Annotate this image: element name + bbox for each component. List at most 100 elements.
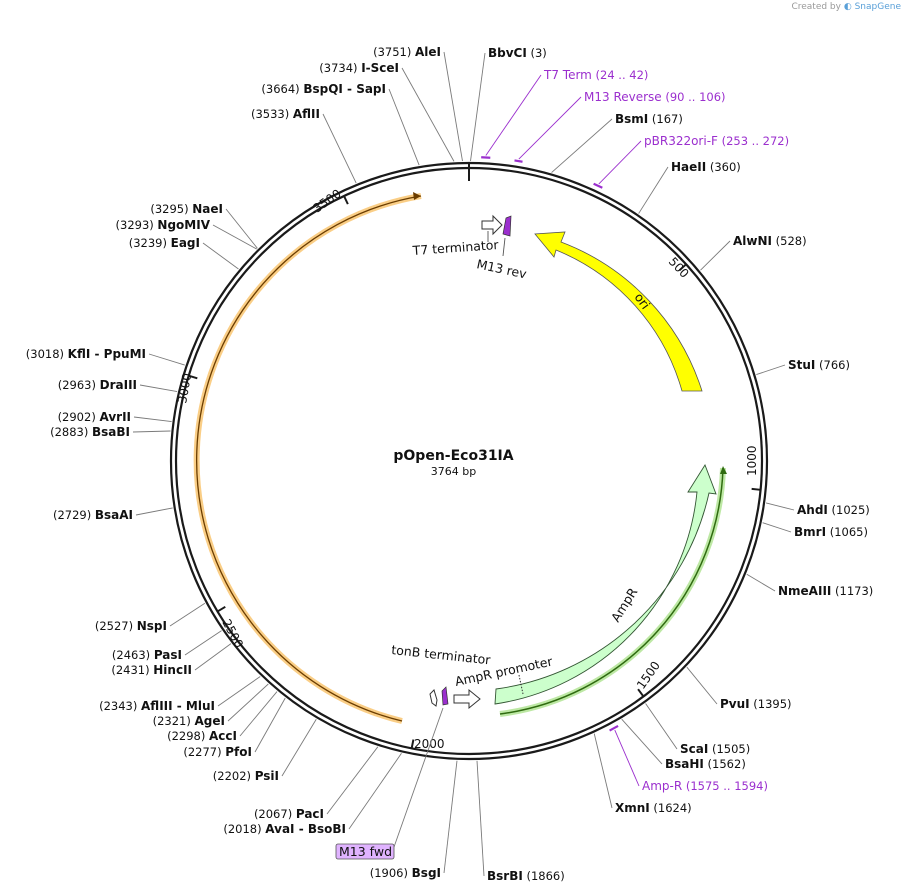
primer-name: T7 Term [543, 68, 592, 82]
restriction-site-label[interactable]: AhdI (1025) [797, 503, 870, 517]
site-position: (3) [527, 46, 547, 60]
site-leader [765, 502, 795, 511]
t7-terminator-feature[interactable] [481, 214, 503, 236]
restriction-site-label[interactable]: NmeAIII (1173) [778, 584, 873, 598]
restriction-site-label[interactable]: BbvCI (3) [488, 46, 547, 60]
restriction-site-label[interactable]: (2431) HincII [111, 663, 192, 677]
site-position: (1025) [828, 503, 870, 517]
site-position: (2527) [95, 619, 137, 633]
restriction-site-label[interactable]: (2321) AgeI [153, 714, 225, 728]
ampr-feature[interactable] [494, 463, 717, 705]
restriction-site-label[interactable]: (3295) NaeI [150, 202, 223, 216]
restriction-site-label[interactable]: BsaHI (1562) [665, 757, 746, 771]
restriction-site-label[interactable]: (2018) AvaI - BsoBI [223, 822, 346, 836]
site-leader [135, 507, 173, 516]
site-name: AflII [293, 107, 320, 121]
primer-mark[interactable] [514, 159, 523, 163]
primer-label[interactable]: Amp-R (1575 .. 1594) [642, 779, 768, 793]
primer-mark[interactable] [481, 156, 491, 159]
restriction-site-label[interactable]: (2902) AvrII [58, 410, 131, 424]
site-name: BbvCI [488, 46, 527, 60]
site-position: (2277) [183, 745, 225, 759]
restriction-site-label[interactable]: (2067) PacI [254, 807, 324, 821]
site-name: NaeI [192, 202, 223, 216]
site-position: (2202) [213, 769, 255, 783]
primer-range: (1575 .. 1594) [682, 779, 768, 793]
restriction-site-label[interactable]: (2277) PfoI [183, 745, 252, 759]
primer-label[interactable]: T7 Term (24 .. 42) [543, 68, 648, 82]
green-feature-arc[interactable] [499, 467, 726, 717]
m13-rev-marker[interactable] [502, 215, 512, 237]
restriction-site-label[interactable]: (3533) AflII [251, 107, 320, 121]
restriction-site-label[interactable]: (3751) AleI [373, 45, 441, 59]
site-leader [762, 522, 792, 533]
site-name: PsiI [255, 769, 279, 783]
site-leader [194, 643, 232, 671]
restriction-site-label[interactable]: ScaI (1505) [680, 742, 750, 756]
primer-mark[interactable] [609, 724, 619, 732]
site-position: (2463) [112, 648, 154, 662]
restriction-site-label[interactable]: (3293) NgoMIV [116, 218, 211, 232]
m13-rev-label: M13 rev [475, 256, 528, 281]
site-position: (1906) [370, 866, 412, 880]
tonb-terminator-label: tonB terminator [391, 642, 492, 667]
site-name: PacI [296, 807, 324, 821]
restriction-site-label[interactable]: (2963) DraIII [58, 378, 137, 392]
site-name: BsgI [412, 866, 441, 880]
restriction-site-label[interactable]: BsrBI (1866) [487, 869, 565, 883]
site-leader [746, 573, 776, 592]
restriction-site-label[interactable]: XmnI (1624) [615, 801, 692, 815]
plasmid-name: pOpen-Eco31IA [393, 448, 514, 464]
ampr-promoter-feature[interactable] [453, 688, 481, 710]
site-leader [326, 746, 379, 815]
site-position: (1395) [750, 697, 792, 711]
restriction-site-label[interactable]: (1906) BsgI [370, 866, 441, 880]
primer-label[interactable]: M13 Reverse (90 .. 106) [584, 90, 726, 104]
restriction-site-label[interactable]: PvuI (1395) [720, 697, 792, 711]
restriction-site-label[interactable]: (2343) AflIII - MluI [99, 699, 215, 713]
site-leader [212, 224, 257, 250]
primer-leader [485, 74, 542, 156]
restriction-site-label[interactable]: (3018) KflI - PpuMI [26, 347, 146, 361]
restriction-site-label[interactable]: (2883) BsaBI [50, 425, 130, 439]
site-name: NmeAIII [778, 584, 831, 598]
ori-feature[interactable] [534, 231, 703, 392]
restriction-site-label[interactable]: HaeII (360) [671, 160, 741, 174]
tick-label: 1500 [634, 659, 663, 692]
restriction-site-label[interactable]: StuI (766) [788, 358, 850, 372]
restriction-site-label[interactable]: (3734) I-SceI [319, 61, 399, 75]
restriction-site-label[interactable]: (2298) AccI [167, 729, 237, 743]
restriction-site-label[interactable]: (2729) BsaAI [53, 508, 133, 522]
restriction-site-label[interactable]: AlwNI (528) [733, 234, 807, 248]
primer-range: (253 .. 272) [718, 134, 789, 148]
m13-fwd-box[interactable] [335, 843, 395, 860]
site-leader [621, 718, 663, 765]
restriction-site-label[interactable]: (2202) PsiI [213, 769, 279, 783]
restriction-site-label[interactable]: (2463) PasI [112, 648, 182, 662]
m13-fwd-marker[interactable] [441, 686, 449, 706]
tick-mark [217, 605, 226, 613]
restriction-site-label[interactable]: BmrI (1065) [794, 525, 868, 539]
primer-label[interactable]: pBR322ori-F (253 .. 272) [644, 134, 789, 148]
restriction-site-label[interactable]: BsmI (167) [615, 112, 683, 126]
site-leader [202, 242, 239, 270]
site-labels: BbvCI (3) BsmI (167) HaeII (360) AlwNI (528… [26, 45, 874, 883]
tonb-terminator-feature[interactable] [429, 689, 438, 707]
site-name: AlwNI [733, 234, 772, 248]
site-position: (3239) [129, 236, 171, 250]
restriction-site-label[interactable]: (3664) BspQI - SapI [261, 82, 386, 96]
tick-mark [410, 739, 415, 749]
primer-marks [481, 74, 642, 787]
site-name: BsaBI [92, 425, 130, 439]
site-position: (3018) [26, 347, 68, 361]
snapgene-logo-icon: ◐ [843, 2, 852, 12]
restriction-site-label[interactable]: (3239) EagI [129, 236, 200, 250]
site-name: BsaAI [95, 508, 133, 522]
t7-terminator-label: T7 terminator [411, 237, 500, 258]
restriction-site-label[interactable]: (2527) NspI [95, 619, 167, 633]
site-name: AccI [209, 729, 237, 743]
leader-lines [132, 51, 795, 877]
tick-label: 2000 [414, 737, 445, 751]
primer-mark[interactable] [593, 182, 603, 189]
